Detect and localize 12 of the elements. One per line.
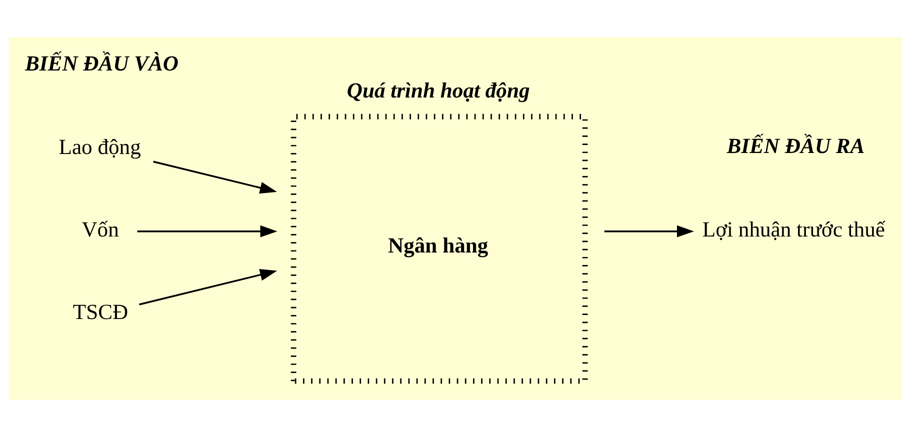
arrow [153, 160, 277, 194]
node-text: Lao động [58, 135, 141, 160]
node-text: Lợi nhuận trước thuế [702, 217, 885, 242]
node-box: Ngân hàng [290, 114, 588, 384]
label: BIẾN ĐẦU RA [726, 134, 865, 158]
label: BIẾN ĐẦU VÀO [25, 51, 179, 76]
node-text: Vốn [82, 217, 119, 242]
arrow [604, 225, 694, 238]
node-label: Quá trình hoạt động [346, 78, 530, 102]
node-text: TSCĐ [72, 300, 128, 324]
arrow [138, 268, 278, 306]
arrow [137, 225, 278, 238]
